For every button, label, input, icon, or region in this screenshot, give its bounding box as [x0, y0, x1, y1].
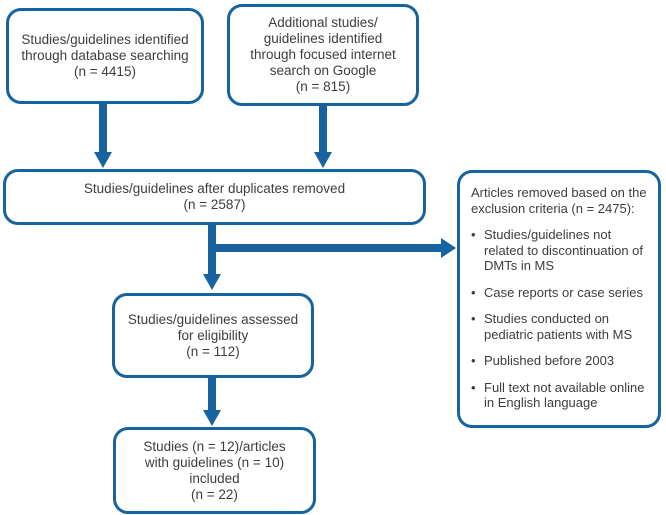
arrow-duplicates-to-exclusion: [210, 238, 456, 258]
box-eligibility-text: Studies/guidelines assessed for eligibil…: [127, 311, 299, 359]
exclusion-item: Published before 2003: [471, 353, 650, 369]
exclusion-item: Studies/guidelines not related to discon…: [471, 227, 650, 274]
exclusion-item: Full text not available online in Englis…: [471, 380, 650, 411]
box-included: Studies (n = 12)/articles with guideline…: [113, 427, 316, 514]
arrow-duplicates-to-eligibility: [203, 224, 221, 290]
box-included-text: Studies (n = 12)/articles with guideline…: [143, 438, 286, 502]
arrow-internet-to-duplicates: [314, 105, 332, 168]
exclusion-item: Case reports or case series: [471, 285, 650, 301]
exclusion-list: Studies/guidelines not related to discon…: [471, 227, 650, 411]
box-eligibility: Studies/guidelines assessed for eligibil…: [112, 293, 314, 378]
box-internet-search: Additional studies/ guidelines identifie…: [227, 4, 419, 106]
box-internet-search-text: Additional studies/ guidelines identifie…: [250, 15, 396, 94]
box-database-search: Studies/guidelines identified through da…: [6, 8, 204, 104]
arrow-database-to-duplicates: [94, 103, 112, 168]
box-duplicates-removed: Studies/guidelines after duplicates remo…: [3, 169, 426, 225]
exclusion-item: Studies conducted on pediatric patients …: [471, 311, 650, 342]
arrow-eligibility-to-included: [203, 377, 221, 426]
box-duplicates-removed-text: Studies/guidelines after duplicates remo…: [83, 181, 346, 212]
box-exclusion-criteria: Articles removed based on the exclusion …: [457, 170, 661, 428]
box-database-search-text: Studies/guidelines identified through da…: [21, 32, 189, 79]
exclusion-heading: Articles removed based on the exclusion …: [471, 185, 647, 216]
